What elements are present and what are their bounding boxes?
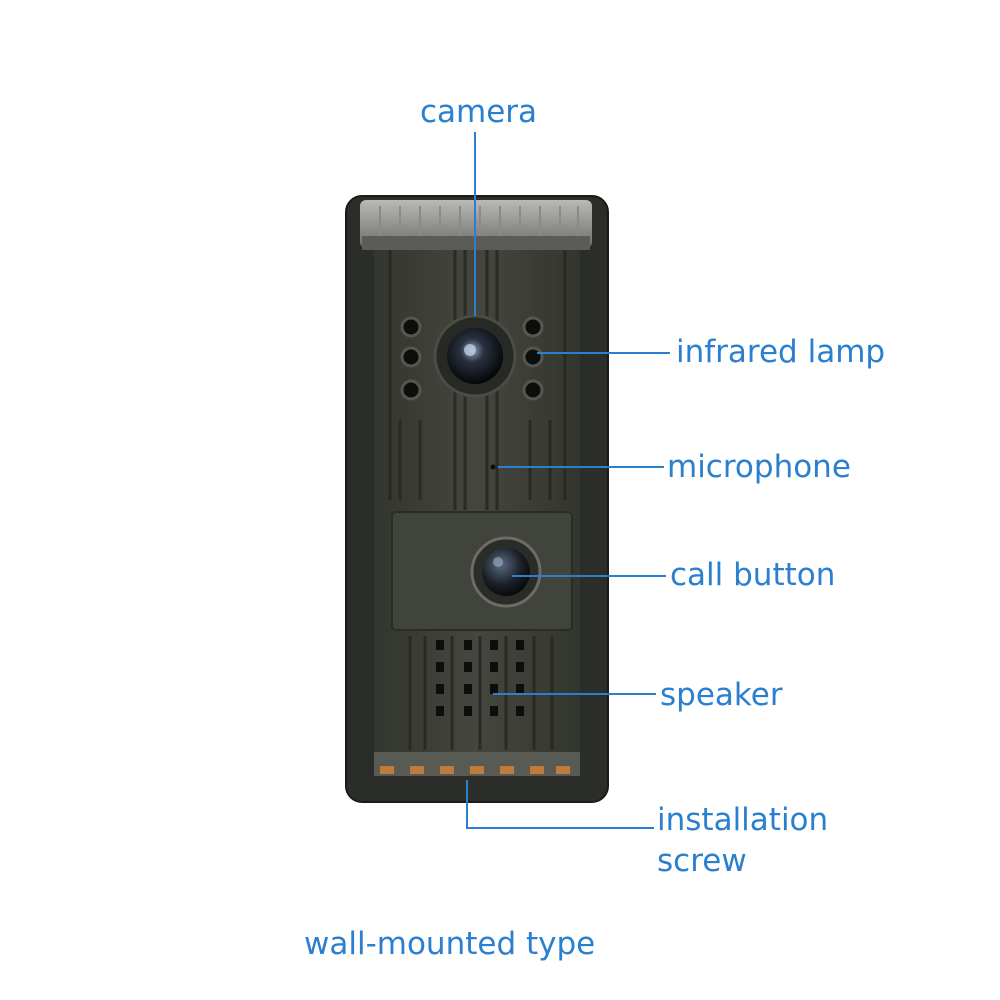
bottom-edge-accents [380,766,570,774]
speaker-grille [436,640,524,716]
call-button [482,548,530,596]
label-microphone: microphone [667,449,851,485]
label-installation-screw-line2: screw [657,843,747,879]
microphone-hole [490,464,496,470]
camera-lens-glint [464,344,476,356]
call-button-glint [493,557,503,567]
label-camera: camera [420,94,538,130]
infrared-leds [400,316,544,401]
label-call-button: call button [670,557,836,593]
leader-lines [466,132,670,829]
caption-wall-mounted-type: wall-mounted type [304,926,596,962]
leader-installation-screw [466,780,654,829]
label-installation-screw-line1: installation [657,802,829,838]
label-infrared-lamp: infrared lamp [676,334,886,370]
label-speaker: speaker [660,677,783,713]
camera-lens [447,328,503,384]
